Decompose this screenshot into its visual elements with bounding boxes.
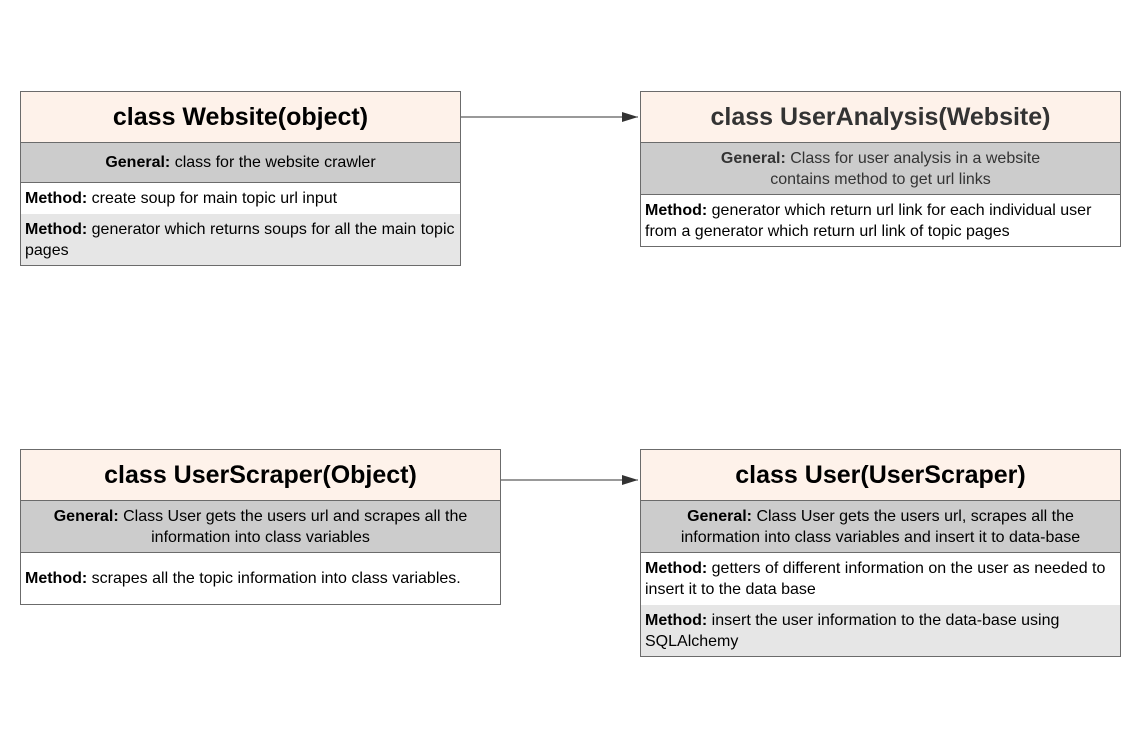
general-label: General: (53, 507, 119, 525)
method-text: generator which return url link for each… (645, 201, 1092, 240)
method-label: Method: (25, 190, 88, 207)
class-title: class UserAnalysis(Website) (641, 92, 1120, 143)
class-title: class Website(object) (21, 92, 460, 143)
method-label: Method: (25, 570, 88, 587)
method-label: Method: (645, 560, 708, 577)
method-text: insert the user information to the data-… (645, 611, 1060, 650)
class-general: General: Class User gets the users url, … (641, 501, 1120, 553)
general-text: Class User gets the users url, scrapes a… (680, 507, 1081, 546)
class-user[interactable]: class User(UserScraper) General: Class U… (640, 449, 1121, 657)
method-text: generator which returns soups for all th… (25, 220, 455, 259)
class-user-scraper[interactable]: class UserScraper(Object) General: Class… (20, 449, 501, 605)
class-method: Method: generator which returns soups fo… (21, 214, 460, 265)
class-general: General: Class for user analysis in a we… (641, 143, 1120, 195)
method-text: getters of different information on the … (645, 560, 1106, 598)
method-label: Method: (645, 201, 708, 219)
class-title: class UserScraper(Object) (21, 450, 500, 501)
class-general: General: Class User gets the users url a… (21, 501, 500, 553)
general-text: Class for user analysis in a website con… (770, 149, 1041, 188)
class-method: Method: create soup for main topic url i… (21, 183, 460, 214)
method-label: Method: (645, 611, 708, 629)
method-text: scrapes all the topic information into c… (87, 570, 461, 587)
class-method: Method: scrapes all the topic informatio… (21, 553, 500, 604)
general-label: General: (105, 154, 171, 171)
class-method: Method: insert the user information to t… (641, 605, 1120, 656)
class-title: class User(UserScraper) (641, 450, 1120, 501)
class-user-analysis[interactable]: class UserAnalysis(Website) General: Cla… (640, 91, 1121, 247)
class-general: General: class for the website crawler (21, 143, 460, 183)
method-label: Method: (25, 220, 88, 238)
class-method: Method: generator which return url link … (641, 195, 1120, 246)
general-label: General: (720, 149, 786, 167)
method-text: create soup for main topic url input (87, 190, 338, 207)
general-label: General: (687, 507, 752, 525)
class-website[interactable]: class Website(object) General: class for… (20, 91, 461, 266)
general-text: class for the website crawler (170, 154, 376, 171)
class-method: Method: getters of different information… (641, 553, 1120, 605)
general-text: Class User gets the users url and scrape… (118, 507, 468, 546)
